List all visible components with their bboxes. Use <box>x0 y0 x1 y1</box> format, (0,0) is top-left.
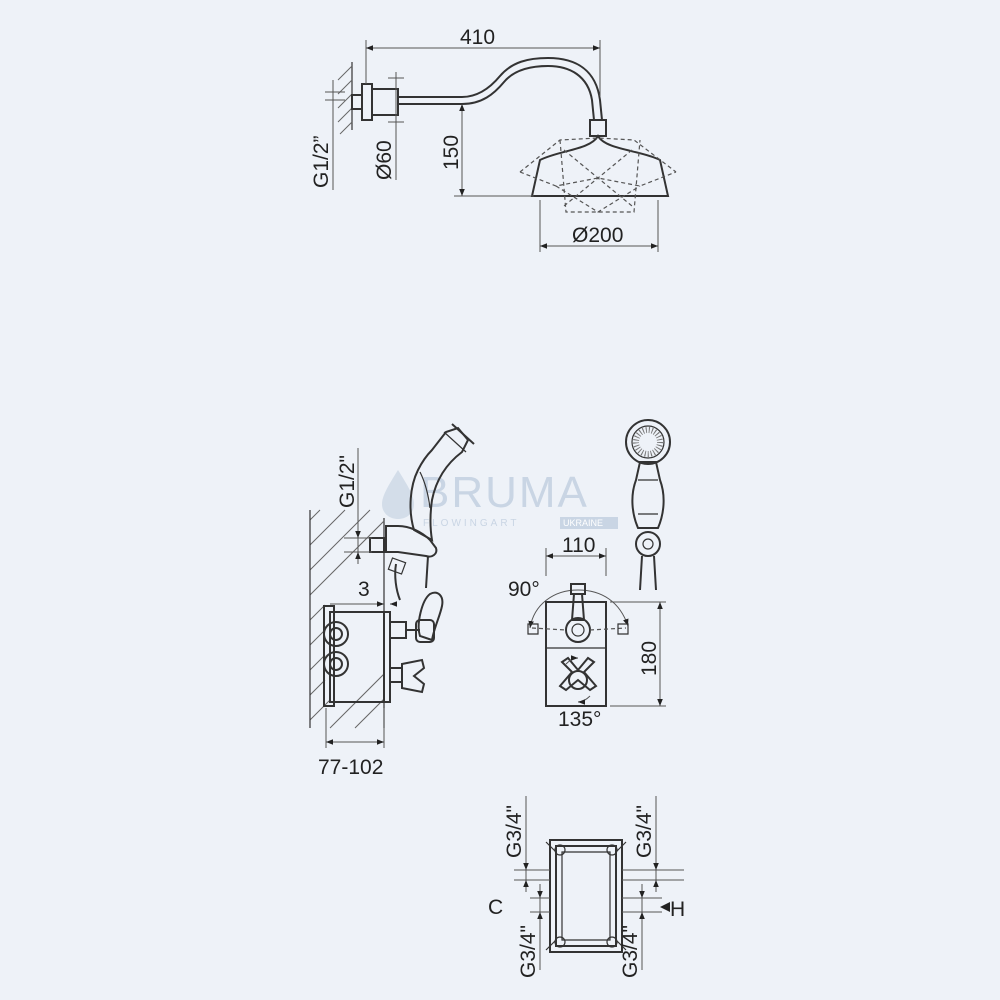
front-height-label: 180 <box>638 641 661 676</box>
wall-hatch-top <box>337 62 353 135</box>
top-angle-label: 90° <box>508 578 540 601</box>
hot-label: H <box>670 898 685 921</box>
hand-shower-handle <box>631 461 665 529</box>
region-badge <box>560 517 618 529</box>
wall-hatch-side <box>309 509 385 729</box>
water-drop-icon <box>382 470 414 519</box>
shower-hose <box>394 563 401 601</box>
shower-head-view: 410 G1/2” Ø60 150 Ø200 <box>310 26 677 252</box>
mixer-side-view: G1/2" 3 77-102 <box>309 423 475 779</box>
right-bottom-thread-label: G3/4" <box>619 925 642 978</box>
front-plate <box>545 601 607 707</box>
outlet-thread-label: G1/2" <box>336 455 359 508</box>
top-lever-hub <box>565 617 591 643</box>
left-bottom-thread-label: G3/4" <box>517 925 540 978</box>
wall-flange <box>361 83 373 121</box>
flange-diameter-label: Ø60 <box>373 140 396 180</box>
outlet-elbow <box>369 537 385 553</box>
wall-thread <box>351 94 363 110</box>
shower-arm <box>398 56 603 121</box>
offset-label: 3 <box>358 578 370 601</box>
arm-length-label: 410 <box>460 26 495 49</box>
arm-thread-label: G1/2” <box>310 135 333 188</box>
brand-tagline: FLOWINGART <box>423 518 519 529</box>
drop-height-label: 150 <box>440 135 463 170</box>
hand-shower-head <box>625 419 671 465</box>
front-width-label: 110 <box>562 534 595 557</box>
lever-handle <box>417 591 444 642</box>
brand-watermark: BRUMA FLOWINGART UKRAINE <box>382 468 618 529</box>
wall-holder <box>385 525 438 558</box>
right-top-thread-label: G3/4" <box>633 805 656 858</box>
concealed-box-view: G3/4" C G3/4" G3/4" H G3/4" <box>488 796 685 978</box>
mixer-front-view: 110 90° 180 135° <box>508 419 671 731</box>
bottom-angle-label: 135° <box>558 708 601 731</box>
faceplate <box>383 611 391 703</box>
brand-region: UKRAINE <box>563 518 603 528</box>
swivel-joint <box>589 119 607 137</box>
inlet-top-port <box>323 621 349 647</box>
concealed-body <box>329 611 385 703</box>
left-top-thread-label: G3/4" <box>503 805 526 858</box>
head-diameter-label: Ø200 <box>572 224 623 247</box>
arm-connector <box>371 88 399 116</box>
cross-handle <box>401 658 426 694</box>
shower-head-body <box>530 133 670 197</box>
cold-label: C <box>488 896 503 919</box>
box-outline <box>549 839 623 953</box>
depth-label: 77-102 <box>318 756 383 779</box>
front-holder <box>635 531 661 557</box>
inlet-bottom-port <box>323 651 349 677</box>
brand-name: BRUMA <box>420 468 589 517</box>
